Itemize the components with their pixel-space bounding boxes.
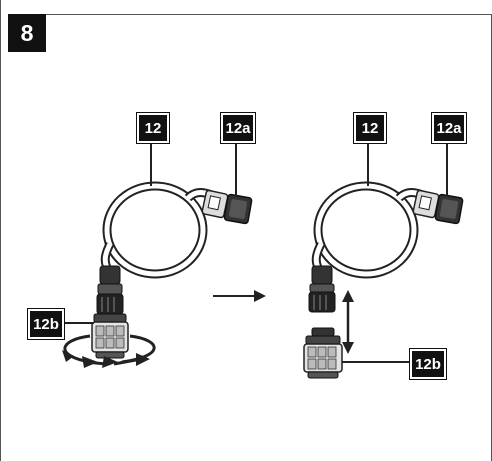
right-hose-assembly <box>303 138 464 379</box>
hose-coil-inner <box>104 183 206 277</box>
step-number-badge: 8 <box>8 14 46 52</box>
label-hose-left: 12 <box>136 112 170 144</box>
detach-arrow <box>342 290 354 354</box>
label-filter-left: 12b <box>27 308 65 340</box>
filter-12b-attached <box>91 313 129 359</box>
rotate-arrow <box>62 334 156 368</box>
filter-12b-detached <box>303 327 343 379</box>
connector-12a <box>201 189 253 225</box>
left-hose-assembly <box>62 138 253 368</box>
connector-12a-right <box>412 189 464 225</box>
hose-fitting-left <box>96 265 124 315</box>
hose-fitting-right <box>308 265 336 313</box>
sequence-arrow <box>213 290 266 302</box>
label-connector-right: 12a <box>431 112 467 144</box>
label-filter-right: 12b <box>409 348 447 380</box>
label-connector-left: 12a <box>220 112 256 144</box>
label-hose-right: 12 <box>353 112 387 144</box>
